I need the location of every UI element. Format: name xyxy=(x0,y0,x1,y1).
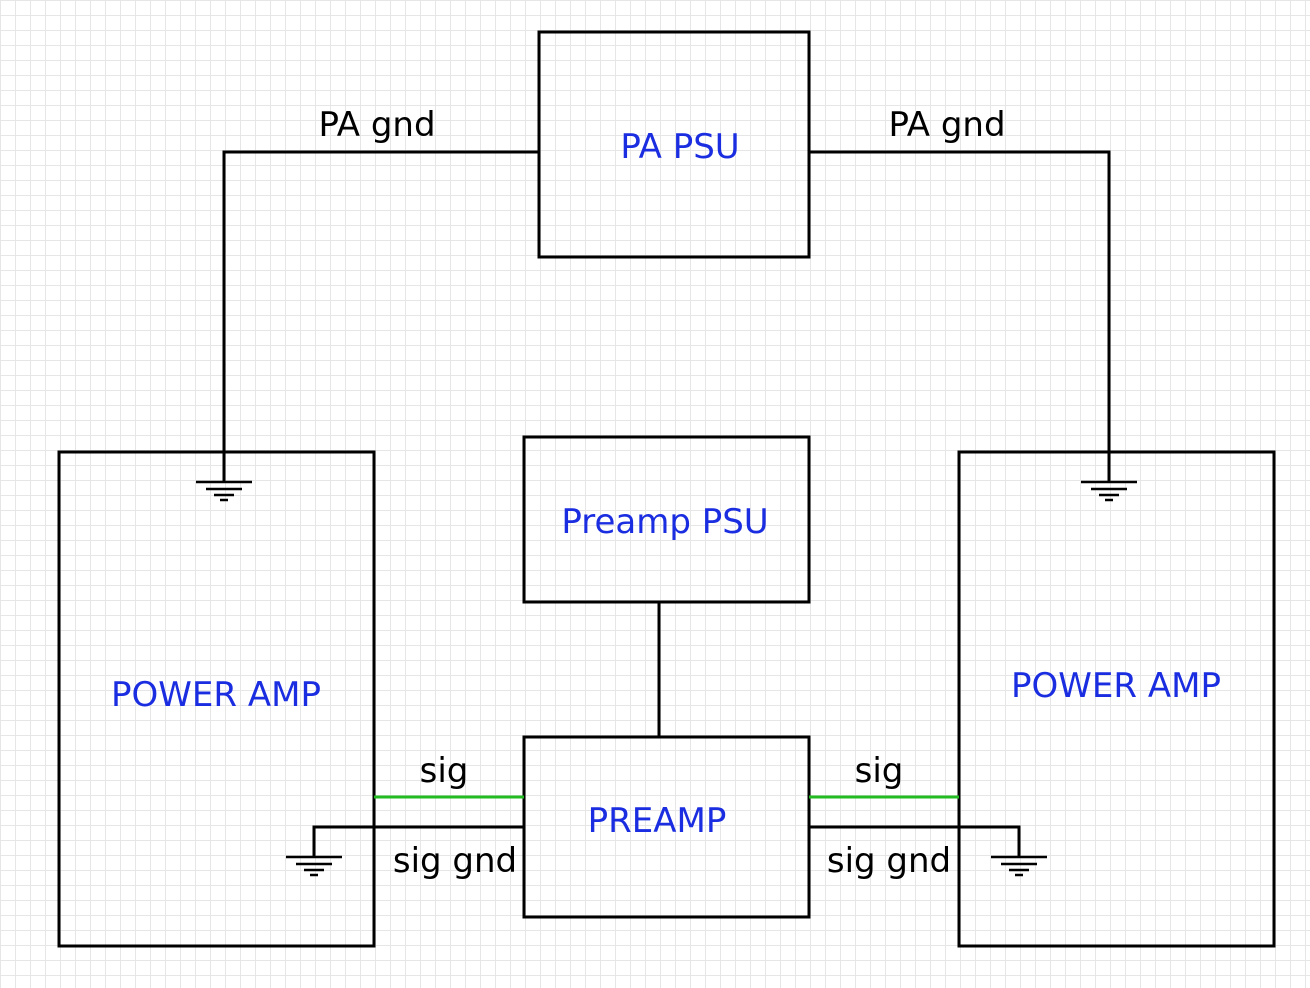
ground-icon xyxy=(196,480,252,502)
pa-gnd-left-wire xyxy=(222,150,539,482)
sig-gnd-left-wire xyxy=(312,825,524,857)
sig-gnd-left-label: sig gnd xyxy=(393,841,517,881)
sig-left-label: sig xyxy=(420,751,469,791)
power-amp-left-label: POWER AMP xyxy=(111,675,321,715)
preamp-psu-label: Preamp PSU xyxy=(561,502,768,542)
preamp-psu-block xyxy=(522,435,811,604)
sig-gnd-right-wire xyxy=(809,825,1021,857)
ground-icon xyxy=(1081,480,1137,502)
preamp-label: PREAMP xyxy=(588,801,727,841)
power-amp-right-label: POWER AMP xyxy=(1011,666,1221,706)
power-amp-right-block xyxy=(957,450,1276,948)
pa-psu-label: PA PSU xyxy=(620,127,739,167)
pa-psu-block xyxy=(537,30,811,259)
power-amp-left-block xyxy=(57,450,376,948)
sig-right-label: sig xyxy=(855,751,904,791)
ground-icon xyxy=(991,855,1047,877)
pa-gnd-right-wire xyxy=(809,150,1111,482)
pa-gnd-left-label: PA gnd xyxy=(318,105,435,145)
pa-gnd-right-label: PA gnd xyxy=(888,105,1005,145)
ground-icon xyxy=(286,855,342,877)
sig-gnd-right-label: sig gnd xyxy=(827,841,951,881)
